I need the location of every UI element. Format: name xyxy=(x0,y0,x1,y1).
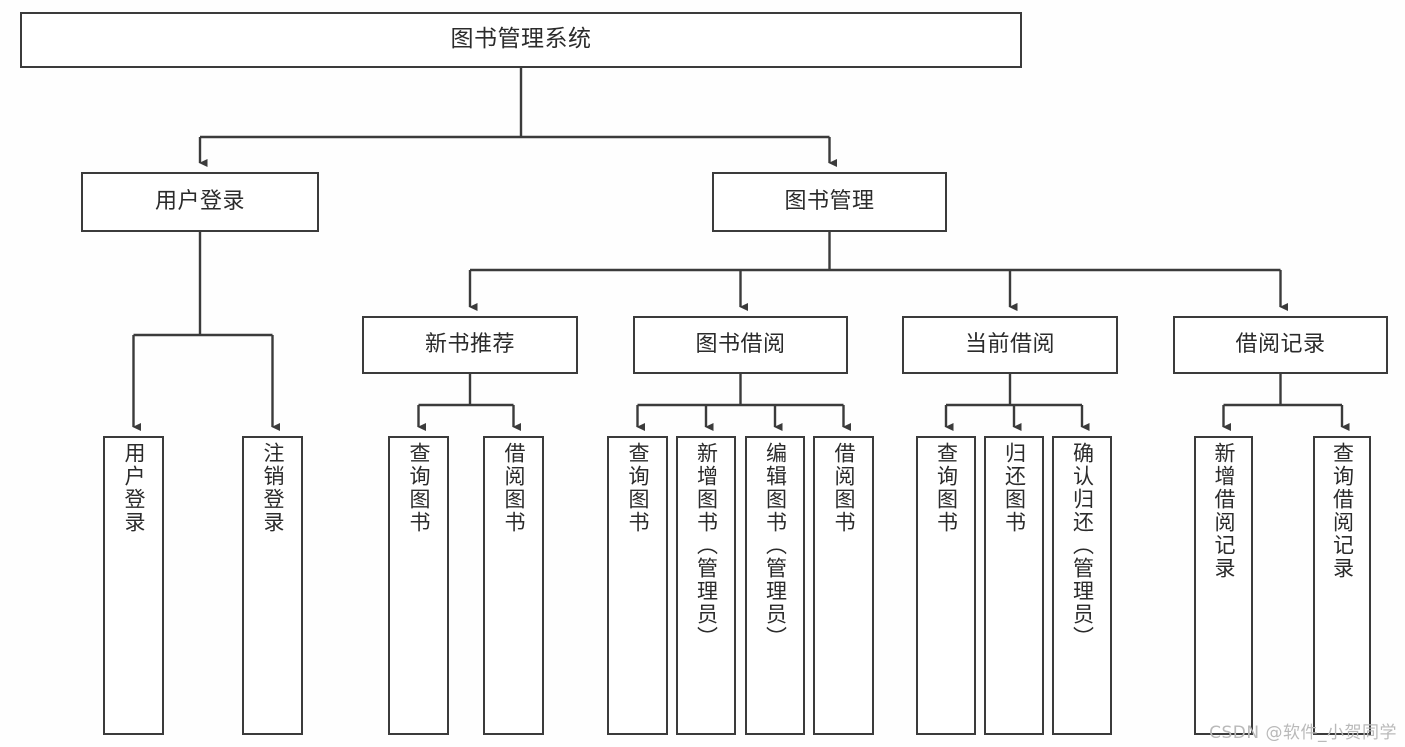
node-label: 新增借阅记录 xyxy=(1212,442,1236,580)
node-label: 归还图书 xyxy=(1002,442,1027,534)
node-leaf-query-book-recommend[interactable]: 查询图书 xyxy=(388,436,449,735)
node-leaf-logout-login[interactable]: 注销登录 xyxy=(242,436,303,735)
node-label: 图书借阅 xyxy=(695,332,786,358)
node-label: 新增图书（管理员） xyxy=(694,442,719,649)
node-leaf-query-book-borrow[interactable]: 查询图书 xyxy=(607,436,668,735)
node-new-book-recommend[interactable]: 新书推荐 xyxy=(362,316,578,374)
node-label: 注销登录 xyxy=(261,442,285,534)
node-book-borrow[interactable]: 图书借阅 xyxy=(633,316,848,374)
node-current-borrow[interactable]: 当前借阅 xyxy=(902,316,1118,374)
node-leaf-confirm-return-admin[interactable]: 确认归还（管理员） xyxy=(1052,436,1112,735)
node-label: 用户登录 xyxy=(122,442,146,534)
node-label: 借阅记录 xyxy=(1235,332,1326,358)
node-leaf-query-book-current[interactable]: 查询图书 xyxy=(916,436,976,735)
node-borrow-record[interactable]: 借阅记录 xyxy=(1173,316,1388,374)
node-leaf-borrow-book[interactable]: 借阅图书 xyxy=(813,436,874,735)
node-label: 新书推荐 xyxy=(424,332,515,358)
node-label: 借阅图书 xyxy=(502,442,526,534)
node-leaf-add-book-admin[interactable]: 新增图书（管理员） xyxy=(676,436,736,735)
node-label: 图书管理系统 xyxy=(450,26,592,53)
node-label: 查询借阅记录 xyxy=(1330,442,1355,580)
node-leaf-borrow-book-recommend[interactable]: 借阅图书 xyxy=(483,436,544,735)
node-label: 查询图书 xyxy=(934,442,959,534)
node-label: 查询图书 xyxy=(626,442,650,534)
node-label: 用户登录 xyxy=(154,189,245,215)
node-leaf-return-book[interactable]: 归还图书 xyxy=(984,436,1044,735)
node-leaf-user-login[interactable]: 用户登录 xyxy=(103,436,164,735)
node-label: 确认归还（管理员） xyxy=(1070,442,1095,649)
csdn-watermark: CSDN @软件_小贺同学 xyxy=(1209,723,1397,743)
node-label: 当前借阅 xyxy=(964,332,1055,358)
node-label: 图书管理 xyxy=(784,189,875,215)
node-root-book-management-system[interactable]: 图书管理系统 xyxy=(20,12,1022,68)
node-label: 借阅图书 xyxy=(832,442,856,534)
node-leaf-edit-book-admin[interactable]: 编辑图书（管理员） xyxy=(745,436,805,735)
node-label: 编辑图书（管理员） xyxy=(763,442,788,649)
node-book-management[interactable]: 图书管理 xyxy=(712,172,947,232)
node-label: 查询图书 xyxy=(407,442,431,534)
node-leaf-add-borrow-record[interactable]: 新增借阅记录 xyxy=(1194,436,1253,735)
node-leaf-query-borrow-record[interactable]: 查询借阅记录 xyxy=(1313,436,1371,735)
node-user-login[interactable]: 用户登录 xyxy=(81,172,319,232)
